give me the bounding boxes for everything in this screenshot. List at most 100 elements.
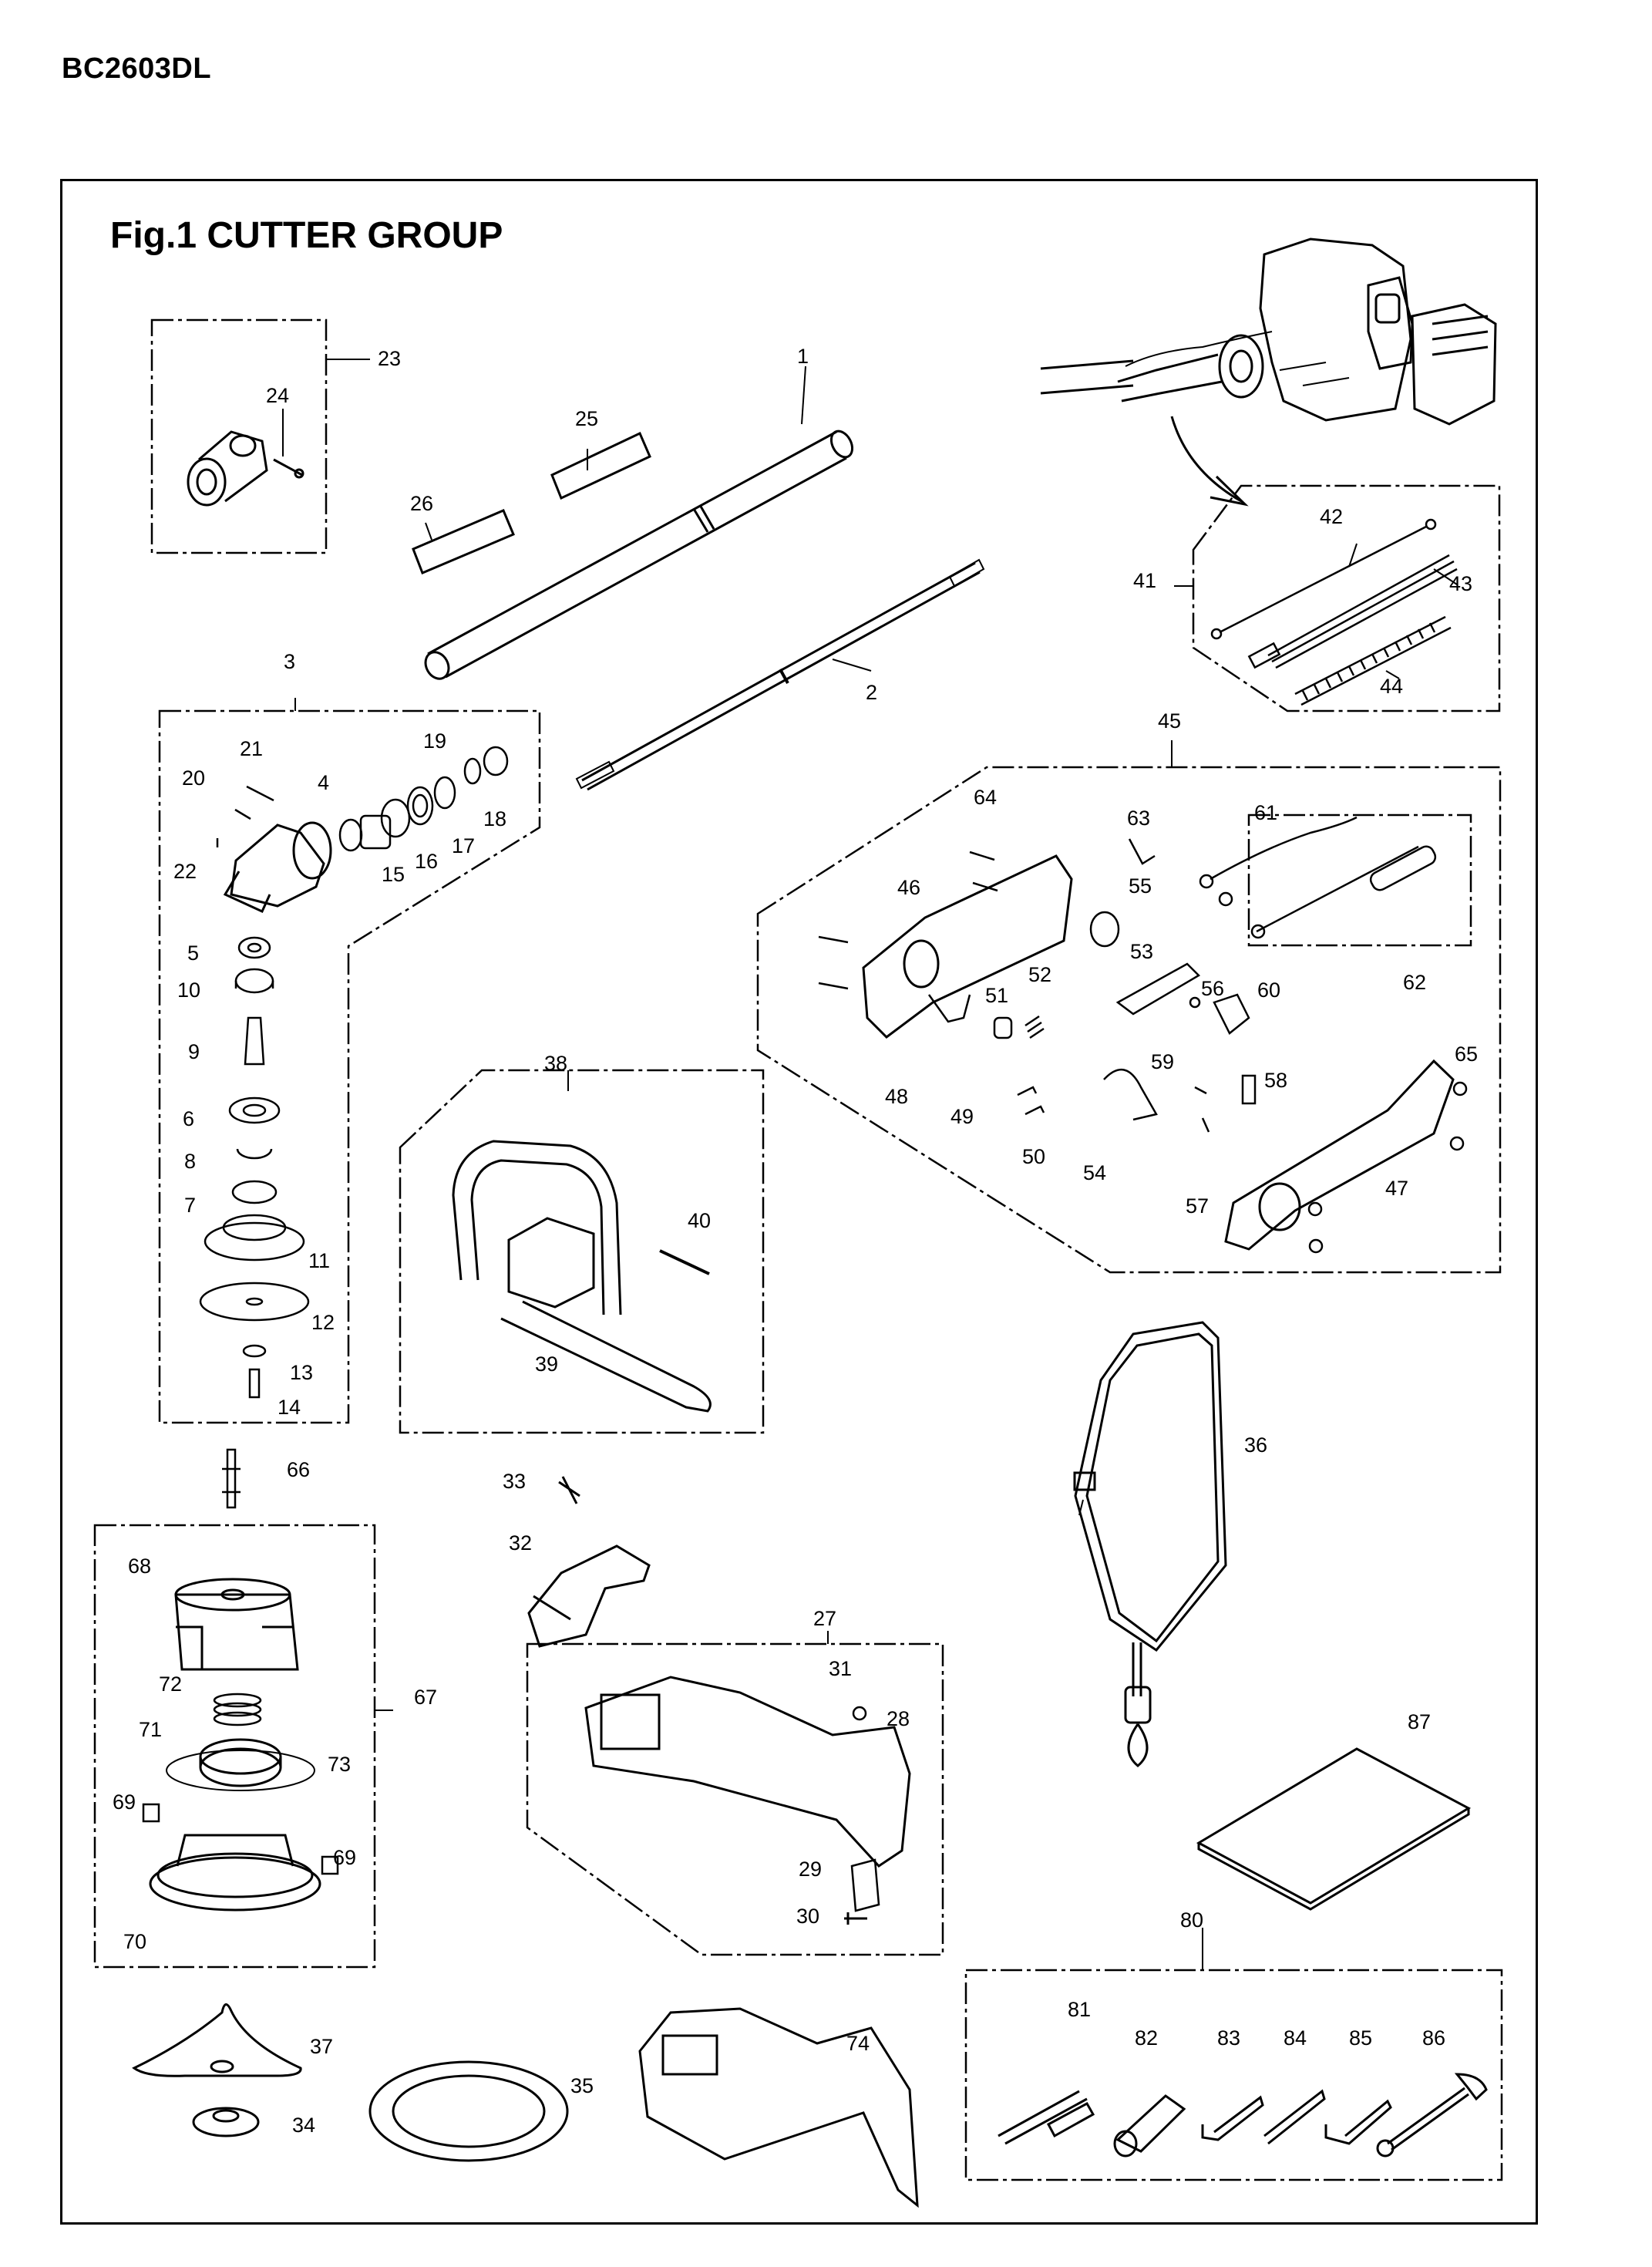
- part-label: 45: [1158, 709, 1181, 733]
- model-number: BC2603DL: [62, 52, 212, 85]
- part-label: 29: [799, 1858, 822, 1881]
- guard-74: [638, 2007, 919, 2208]
- part-label: 69: [113, 1790, 136, 1814]
- figure-title: Fig.1 CUTTER GROUP: [110, 215, 503, 256]
- eyelet-69-right: [321, 1855, 339, 1875]
- tube-grip-25: [550, 431, 651, 500]
- part-label: 30: [796, 1905, 819, 1928]
- engine-unit: [1040, 237, 1497, 426]
- part-label: 62: [1403, 971, 1426, 994]
- part-label: 42: [1320, 505, 1343, 528]
- part-label: 55: [1129, 874, 1152, 898]
- handle-39: [452, 1140, 712, 1413]
- part-label: 41: [1133, 569, 1156, 592]
- part-label: 83: [1217, 2026, 1240, 2050]
- part-label: 66: [287, 1458, 310, 1481]
- blade-holder-34: [192, 2107, 260, 2137]
- part-label: 33: [503, 1470, 526, 1493]
- shaft-stack: [199, 936, 310, 1399]
- part-label: 50: [1022, 1145, 1045, 1168]
- part-label: 8: [184, 1150, 196, 1173]
- part-label: 87: [1408, 1710, 1431, 1733]
- part-label: 54: [1083, 1161, 1106, 1184]
- part-label: 26: [410, 492, 433, 515]
- eyelet-69-left: [142, 1803, 160, 1823]
- group-box-3: [158, 709, 541, 1424]
- part-label: 86: [1422, 2026, 1445, 2050]
- part-label: 11: [308, 1249, 330, 1272]
- part-label: 73: [328, 1753, 351, 1776]
- part-label: 34: [292, 2114, 315, 2137]
- part-label: 9: [188, 1040, 200, 1063]
- part-label: 35: [570, 2074, 594, 2097]
- part-label: 28: [887, 1707, 910, 1730]
- group-box-41: [1192, 484, 1501, 712]
- part-label: 64: [974, 786, 997, 809]
- nut-31: [852, 1706, 867, 1721]
- part-label: 84: [1284, 2026, 1307, 2050]
- part-label: 7: [184, 1194, 196, 1217]
- part-label: 51: [985, 984, 1008, 1007]
- part-label: 17: [452, 834, 475, 857]
- part-label: 27: [813, 1607, 836, 1630]
- part-label: 16: [415, 850, 438, 873]
- part-label: 71: [139, 1718, 162, 1741]
- part-label: 13: [290, 1361, 313, 1384]
- part-label: 15: [382, 863, 405, 886]
- part-label: 36: [1244, 1433, 1267, 1457]
- part-label: 74: [846, 2032, 870, 2055]
- protector-ring-35: [368, 2060, 569, 2162]
- bolt-66: [222, 1448, 241, 1509]
- throttle-cable: [1210, 518, 1458, 669]
- part-label: 40: [688, 1209, 711, 1232]
- part-label: 21: [240, 737, 263, 760]
- guard-28: [584, 1676, 911, 1868]
- part-label: 80: [1180, 1908, 1203, 1932]
- part-label: 4: [318, 771, 329, 794]
- part-label: 58: [1264, 1069, 1287, 1092]
- part-label: 37: [310, 2035, 333, 2058]
- bolt-33: [558, 1476, 580, 1504]
- part-label: 61: [1254, 801, 1277, 824]
- part-label: 22: [173, 860, 197, 883]
- part-label: 24: [266, 384, 289, 407]
- part-label: 31: [829, 1657, 852, 1680]
- screw-24: [273, 458, 304, 479]
- part-label: 44: [1380, 675, 1403, 698]
- drive-shaft-2: [575, 558, 985, 791]
- gear-small-parts: [216, 746, 509, 852]
- line-73: [166, 1750, 315, 1791]
- guard-plate-29: [850, 1858, 880, 1912]
- blade-37: [132, 2003, 302, 2077]
- stop-wire-61: [1199, 816, 1437, 939]
- part-label: 1: [797, 345, 809, 368]
- clamp-23: [187, 430, 268, 507]
- bracket-32: [527, 1544, 651, 1648]
- part-label: 2: [866, 681, 877, 704]
- part-label: 38: [544, 1052, 567, 1075]
- figure-frame: [60, 179, 1538, 2225]
- gear-case-4: [223, 821, 332, 913]
- part-label: 60: [1257, 979, 1280, 1002]
- part-label: 52: [1028, 963, 1051, 986]
- handle-half-47: [1224, 1059, 1455, 1251]
- part-label: 6: [183, 1107, 194, 1130]
- part-label: 63: [1127, 807, 1150, 830]
- group-box-80: [964, 1969, 1503, 2181]
- handle-half-46: [862, 854, 1073, 1039]
- head-cover-68: [174, 1578, 299, 1671]
- part-label: 67: [414, 1686, 437, 1709]
- cable-tube-44: [1294, 615, 1452, 706]
- part-label: 57: [1186, 1194, 1209, 1218]
- group-box-27: [526, 1642, 944, 1956]
- part-label: 59: [1151, 1050, 1174, 1073]
- head-base-70: [149, 1834, 321, 1912]
- part-label: 72: [159, 1672, 182, 1696]
- part-label: 68: [128, 1555, 151, 1578]
- callout-arrow: [1170, 416, 1242, 503]
- part-label: 19: [423, 729, 446, 753]
- part-label: 20: [182, 766, 205, 790]
- part-label: 18: [483, 807, 506, 830]
- group-box-45: [756, 766, 1502, 1274]
